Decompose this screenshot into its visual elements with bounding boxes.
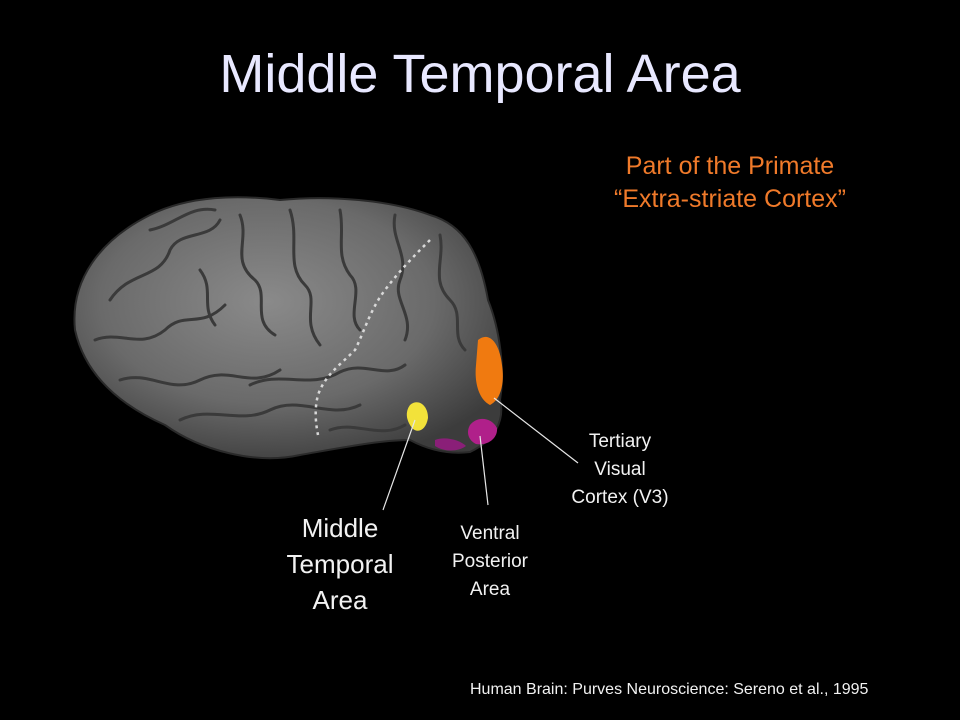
ventral-posterior-leader-line (479, 435, 489, 506)
subtitle-line-2: “Extra-striate Cortex” (614, 185, 846, 213)
source-credit: Human Brain: Purves Neuroscience: Sereno… (470, 681, 869, 698)
middle-temporal-region (406, 402, 428, 431)
label-v3-line-1: Tertiary (588, 431, 652, 452)
label-vp-line-1: Ventral (460, 523, 520, 544)
label-v3-line-3: Cortex (V3) (571, 487, 669, 508)
middle-temporal-leader-line (382, 419, 416, 511)
brain-folds (93, 207, 467, 433)
label-mt-line-1: Middle (301, 513, 379, 543)
ventral-posterior-region (468, 418, 498, 445)
label-v3-line-2: Visual (594, 459, 646, 480)
central-sulcus-dotted-line (314, 239, 431, 436)
ventral-posterior-region-tail (435, 438, 466, 451)
label-vp-line-3: Area (469, 579, 511, 600)
slide-title: Middle Temporal Area (219, 44, 741, 104)
brain-shape (73, 196, 503, 460)
label-vp-line-2: Posterior (451, 551, 529, 572)
label-mt-line-2: Temporal (286, 549, 394, 579)
v3-leader-line (493, 397, 579, 464)
label-mt-line-3: Area (312, 585, 368, 615)
label-tertiary-visual-cortex: Tertiary Visual Cortex (V3) (545, 428, 695, 512)
subtitle: Part of the Primate “Extra-striate Corte… (560, 150, 900, 216)
label-middle-temporal-area: Middle Temporal Area (260, 510, 420, 618)
label-ventral-posterior-area: Ventral Posterior Area (425, 520, 555, 604)
v3-region (475, 336, 503, 405)
subtitle-line-1: Part of the Primate (625, 152, 835, 180)
